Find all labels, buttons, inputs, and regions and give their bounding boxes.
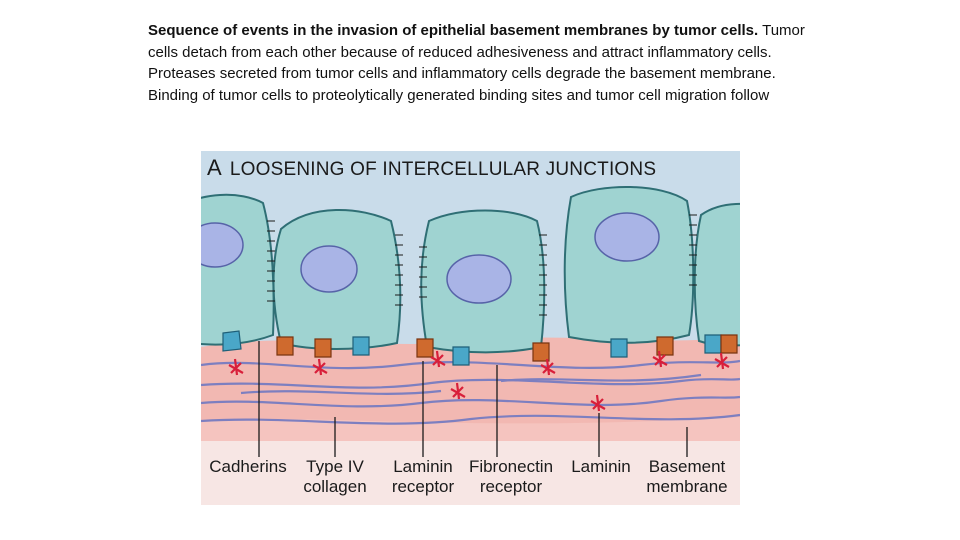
nucleus-4 <box>594 212 660 262</box>
tumor-cell-1 <box>201 193 275 346</box>
laminin-molecules <box>228 350 730 412</box>
label-cadherins: Cadherins <box>201 457 295 477</box>
label-leader-lines <box>258 341 688 457</box>
nucleus-1 <box>201 222 244 268</box>
label-panel <box>201 441 740 505</box>
label-cadherins-text: Cadherins <box>209 457 287 476</box>
label-fibronectin-receptor-line2: receptor <box>479 477 543 496</box>
panel-title-text: LOOSENING OF INTERCELLULAR JUNCTIONS <box>229 159 657 180</box>
label-laminin-receptor: Laminin receptor <box>381 457 465 497</box>
label-type-iv-collagen: Type IV collagen <box>297 457 373 497</box>
tumor-cell-4 <box>563 186 695 344</box>
laminin-receptors <box>222 330 722 366</box>
fibronectin-receptors <box>276 334 738 362</box>
label-basement-membrane: Basement membrane <box>641 457 733 497</box>
tumor-cells <box>201 186 740 354</box>
cell-surface-microvilli <box>267 214 697 316</box>
diagram-figure: A LOOSENING OF INTERCELLULAR JUNCTIONS Ca… <box>201 151 740 505</box>
label-type-iv-line2: collagen <box>303 477 367 496</box>
panel-title: A LOOSENING OF INTERCELLULAR JUNCTIONS <box>207 155 656 181</box>
panel-letter: A <box>207 155 222 180</box>
tumor-cell-5 <box>693 202 740 347</box>
diagram-illustration <box>201 151 740 505</box>
label-laminin: Laminin <box>563 457 639 477</box>
nucleus-2 <box>300 245 358 293</box>
caption-body: Tumor cells detach from each other becau… <box>148 22 805 104</box>
basement-membrane-band <box>201 337 740 443</box>
label-laminin-receptor-line1: Laminin <box>393 457 453 476</box>
figure-caption: Sequence of events in the invasion of ep… <box>148 20 828 106</box>
caption-title: Sequence of events in the invasion of ep… <box>148 22 759 39</box>
type-iv-collagen-fibers <box>201 359 740 425</box>
label-basement-line1: Basement <box>648 457 726 476</box>
label-laminin-text: Laminin <box>571 457 631 476</box>
label-type-iv-line1: Type IV <box>306 457 364 476</box>
label-basement-line2: membrane <box>646 477 728 496</box>
nucleus-3 <box>446 254 512 304</box>
label-laminin-receptor-line2: receptor <box>391 477 455 496</box>
label-fibronectin-receptor-line1: Fibronectin <box>468 457 554 476</box>
label-fibronectin-receptor: Fibronectin receptor <box>463 457 559 497</box>
